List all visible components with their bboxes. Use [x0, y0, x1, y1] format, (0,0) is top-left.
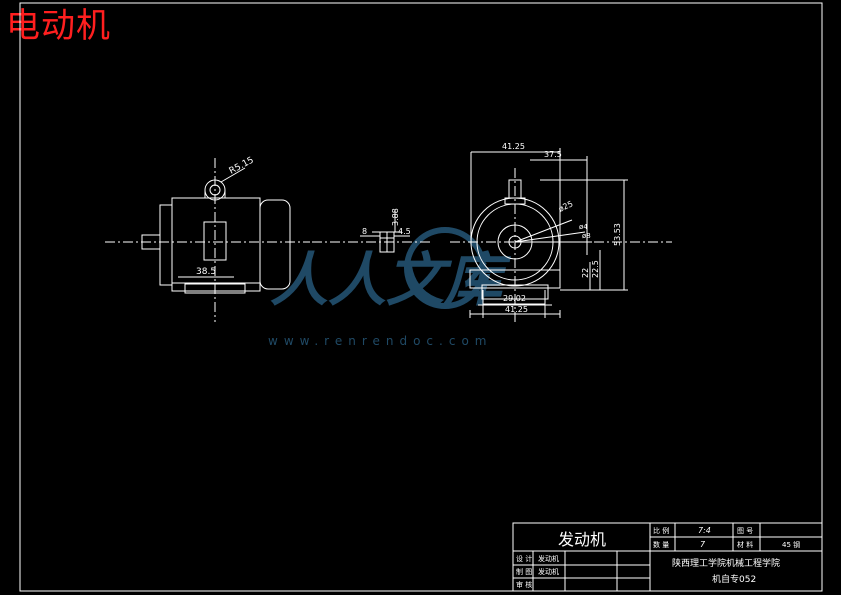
- dim-right-v-tall: 53.53: [613, 223, 622, 246]
- title-class: 机自专052: [712, 573, 756, 585]
- title-material-value: 45 钢: [782, 540, 800, 549]
- dim-right-top-outer: 41.25: [502, 142, 525, 151]
- dim-mid-left: 8: [362, 227, 367, 236]
- dim-right-bottom-outer: 41.25: [505, 305, 528, 314]
- title-block: [512, 522, 823, 592]
- drawing-frame: [19, 2, 823, 592]
- title-qty-value: 7: [700, 540, 706, 549]
- title-scale-label: 比 例: [653, 526, 669, 535]
- title-school: 陕西理工学院机械工程学院: [672, 557, 780, 569]
- dim-right-d1: ø4: [579, 223, 588, 231]
- watermark-ring-icon: [404, 227, 486, 309]
- dim-left-length: 38.5: [196, 267, 216, 277]
- watermark: 人人文库 www.renrendoc.com: [268, 227, 512, 348]
- title-drawing-name: 发动机: [558, 530, 606, 549]
- dim-mid-top: 3.88: [391, 208, 400, 226]
- title-material-label: 材 料: [737, 540, 753, 549]
- key-detail-view: [312, 210, 432, 253]
- motor-side-view: [105, 158, 310, 322]
- title-scale-value: 7:4: [698, 526, 711, 535]
- watermark-url: www.renrendoc.com: [268, 334, 492, 348]
- motor-front-view: [450, 148, 672, 322]
- title-design-value: 发动机: [538, 554, 559, 563]
- title-sheet-label: 图 号: [737, 527, 753, 535]
- title-review-label: 审 核: [516, 580, 532, 589]
- dim-right-bottom-inner: 29.02: [503, 294, 526, 303]
- title-draw-label: 制 图: [516, 567, 532, 576]
- watermark-cn: 人人文库: [270, 246, 512, 314]
- dim-right-top-inner: 37.5: [544, 150, 562, 159]
- page-title: 电动机: [6, 6, 111, 46]
- dim-left-radius: R5.15: [228, 155, 256, 176]
- title-draw-value: 发动机: [538, 567, 559, 576]
- title-design-label: 设 计: [516, 554, 532, 563]
- title-qty-label: 数 量: [653, 540, 669, 549]
- dim-right-d2: ø8: [582, 232, 591, 240]
- dim-right-v-small: 22: [581, 268, 590, 278]
- dim-mid-right: 4.5: [398, 227, 411, 236]
- dim-right-v-mid: 22.5: [591, 260, 600, 278]
